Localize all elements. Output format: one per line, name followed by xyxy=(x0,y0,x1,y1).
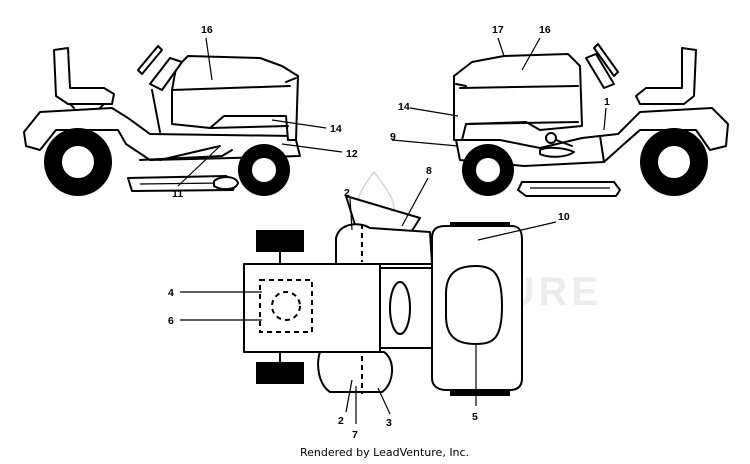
callout-left-16: 16 xyxy=(201,24,213,36)
callout-right-17: 17 xyxy=(492,24,504,36)
callout-top-7: 7 xyxy=(352,429,358,441)
callout-top-6: 6 xyxy=(168,315,174,327)
callout-top-3: 3 xyxy=(386,417,392,429)
leader-lines xyxy=(177,37,607,424)
callout-right-16: 16 xyxy=(539,24,551,36)
callout-top-5: 5 xyxy=(472,411,478,423)
callout-left-11: 11 xyxy=(172,188,183,200)
top-view xyxy=(243,195,523,396)
callout-top-4: 4 xyxy=(168,287,174,299)
callout-right-9: 9 xyxy=(390,131,396,143)
callout-top-2b: 2 xyxy=(338,415,344,427)
callout-right-14: 14 xyxy=(398,101,410,113)
callout-top-10: 10 xyxy=(558,211,570,223)
callout-left-12: 12 xyxy=(346,148,358,160)
callout-left-14: 14 xyxy=(330,123,342,135)
callout-labels: 16 14 12 11 17 16 14 1 9 2 8 10 4 6 5 2 … xyxy=(168,24,610,441)
callout-top-2a: 2 xyxy=(344,187,350,199)
right-side-view xyxy=(453,43,729,197)
credit-text: Rendered by LeadVenture, Inc. xyxy=(300,446,469,459)
callout-right-1: 1 xyxy=(604,96,610,108)
callout-top-8: 8 xyxy=(426,165,432,177)
left-side-view xyxy=(23,45,301,196)
